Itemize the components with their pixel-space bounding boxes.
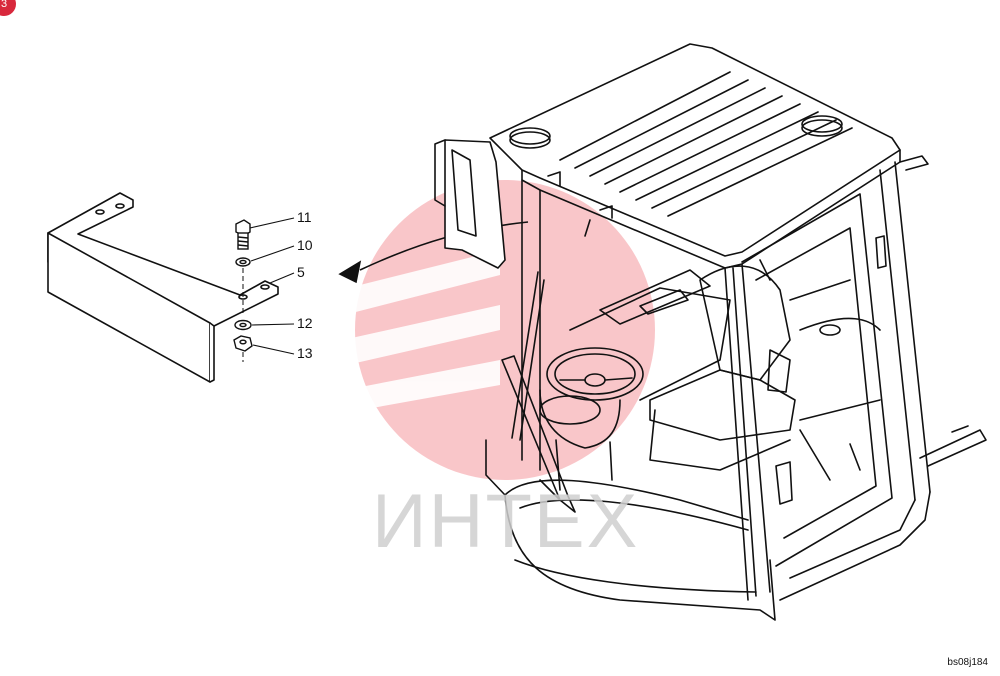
callout-5: 5 xyxy=(297,264,305,280)
callout-12: 12 xyxy=(297,315,313,331)
bolt-icon xyxy=(235,219,251,250)
drawing-code: bs08j184 xyxy=(947,657,988,668)
leader-lines xyxy=(249,217,295,355)
washer-icon xyxy=(234,257,252,331)
watermark-logo-cutouts xyxy=(300,250,500,412)
page-badge: 3 xyxy=(0,0,16,16)
callout-13: 13 xyxy=(297,345,313,361)
callout-10: 10 xyxy=(297,237,313,253)
bracket-part xyxy=(47,192,279,383)
operator-cab xyxy=(434,43,987,621)
watermark-text: ИНТЕХ xyxy=(372,479,640,564)
callout-11: 11 xyxy=(297,209,312,225)
watermark-logo xyxy=(355,180,655,480)
nut-icon xyxy=(233,335,253,352)
